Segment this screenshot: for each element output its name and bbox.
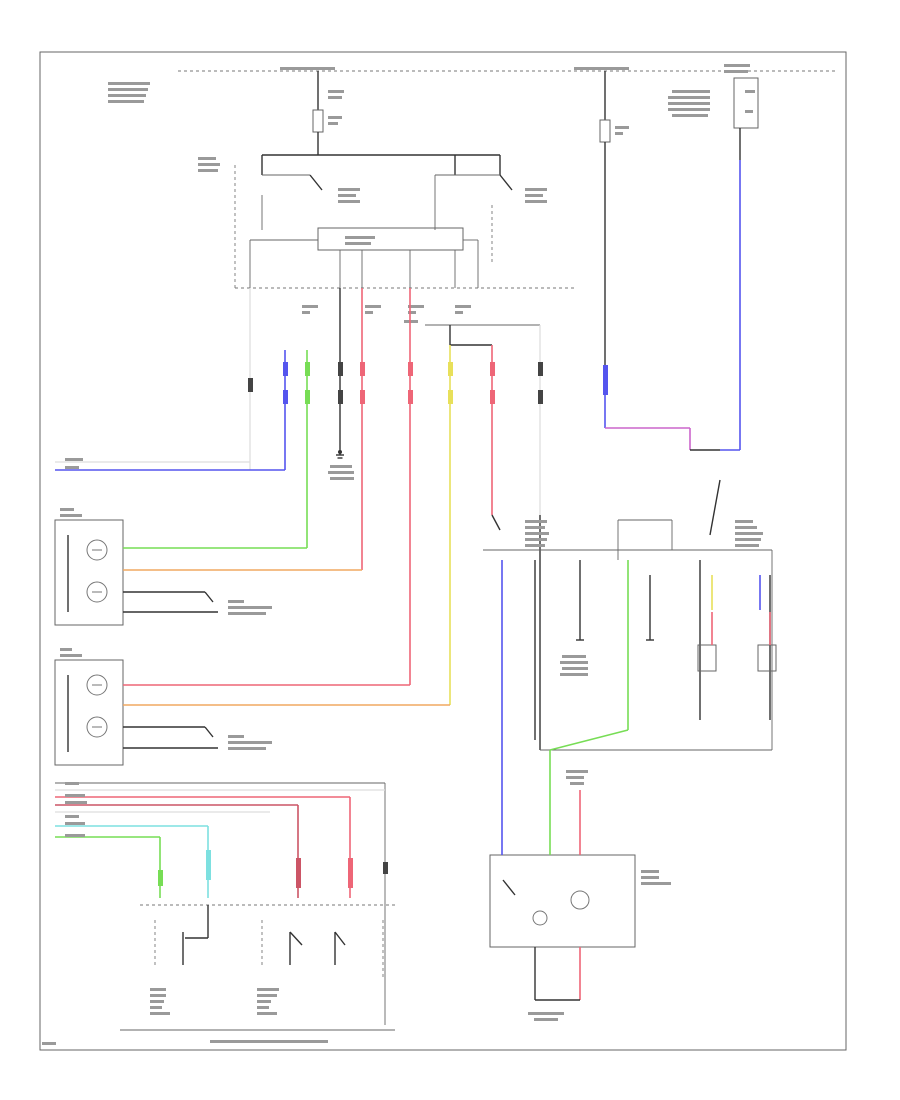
right-power-feed <box>599 71 759 451</box>
blue-white-wire-run <box>55 458 285 471</box>
combination-switch <box>55 782 395 1043</box>
left-headlight-assembly <box>54 648 450 766</box>
hot-in-on-label <box>724 64 750 67</box>
right-headlight-assembly <box>54 508 362 626</box>
fuse-block-label-line <box>668 102 710 105</box>
combination-switch-caption <box>210 1040 328 1043</box>
module-pin-labels <box>302 305 471 323</box>
fuse-box-label-line <box>108 94 146 97</box>
page-frame <box>39 51 847 1051</box>
headlight-relay-module <box>234 154 575 289</box>
page-tag <box>42 1042 56 1045</box>
relay-label-line <box>198 163 220 166</box>
control-module-box <box>317 227 464 251</box>
fuse-box-label-line <box>108 88 148 91</box>
fuse-block-label-line <box>672 114 708 117</box>
fuse-box-label-line <box>108 82 150 85</box>
hot-at-all-times-label <box>280 67 335 70</box>
relay-label-line <box>198 169 218 172</box>
fog-light-switch-box <box>489 770 671 1021</box>
hot-in-on-label <box>724 70 748 73</box>
fuse-block-label-line <box>672 90 710 93</box>
fuse-box-label-line <box>108 100 144 103</box>
fuse-left <box>312 71 344 155</box>
fuse-block-label-line <box>668 108 710 111</box>
wire-connector-markers <box>248 362 543 404</box>
relay-label-line <box>198 157 216 160</box>
top-label-group <box>108 64 750 172</box>
ground-symbol-1 <box>328 450 354 480</box>
module-output-wires <box>249 288 541 705</box>
fog-light-relay-section <box>483 479 777 845</box>
fuse-block-label-line <box>668 96 710 99</box>
hot-at-all-times-label-2 <box>574 67 629 70</box>
